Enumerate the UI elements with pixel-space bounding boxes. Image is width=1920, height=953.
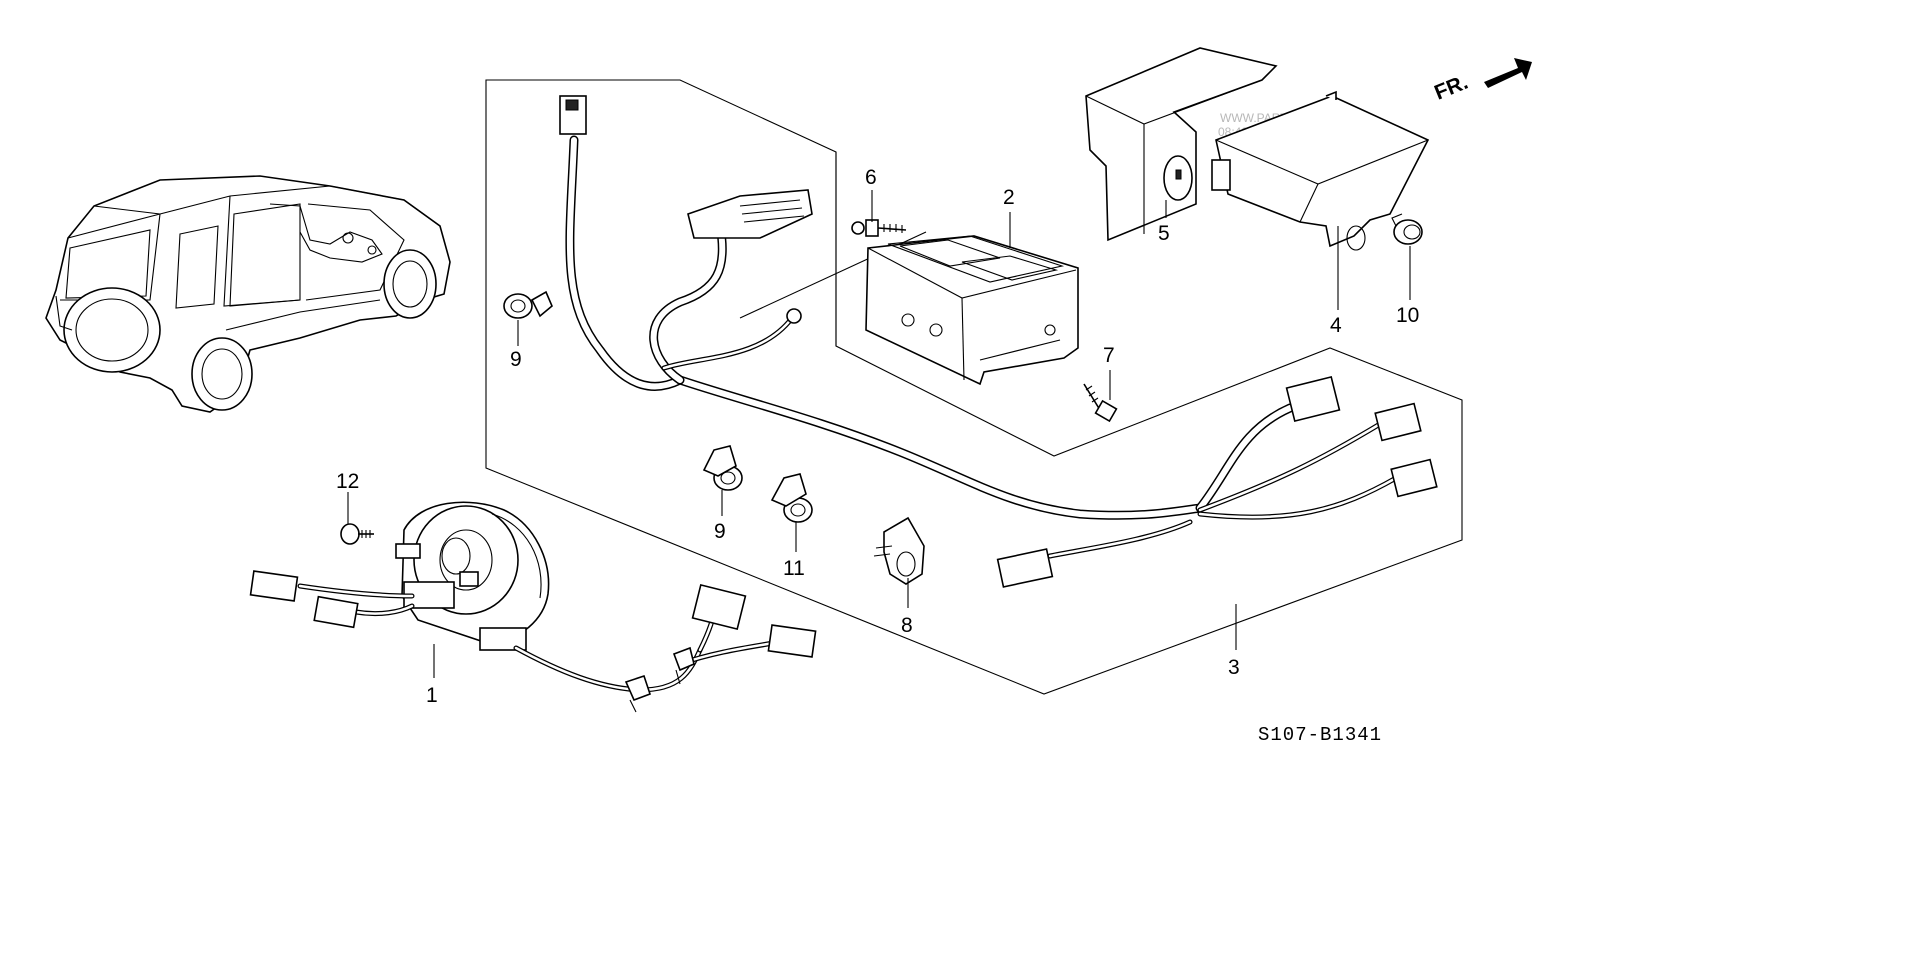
callout-2: 2 <box>1003 186 1015 209</box>
ground-terminal <box>786 308 802 324</box>
main-wire-harness <box>559 95 1438 588</box>
callout-1: 1 <box>426 684 438 707</box>
callout-7: 7 <box>1103 344 1115 367</box>
callout-4: 4 <box>1330 314 1342 337</box>
cover-4 <box>1211 90 1430 251</box>
vehicle-illustration <box>45 175 451 413</box>
clip-10 <box>1391 213 1423 245</box>
callout-8: 8 <box>901 614 913 637</box>
harness-ecu-connector <box>687 189 813 239</box>
bolt-7 <box>1083 383 1118 423</box>
callout-labels: 1 2 3 4 5 6 7 8 9 9 10 11 12 <box>336 166 1419 707</box>
reel-connector-right-lower <box>767 624 817 658</box>
harness-connector-b <box>1374 402 1422 442</box>
srs-parts-diagram: FR. WWW.PARTS.RU 08:42 25.05.2025 <box>45 47 1532 746</box>
callout-9-upper: 9 <box>510 348 522 371</box>
harness-connector-a <box>1285 375 1341 423</box>
callout-6: 6 <box>865 166 877 189</box>
reel-connector-mid <box>313 595 359 629</box>
clip-9-upper <box>503 290 553 319</box>
diagram-code: S107-B1341 <box>1258 724 1382 746</box>
front-direction-marker: FR. <box>1431 58 1532 105</box>
srs-control-unit <box>865 235 1079 386</box>
screw-12 <box>340 523 374 545</box>
leader-lines <box>347 190 1411 678</box>
callout-9-lower: 9 <box>714 520 726 543</box>
harness-group-outline <box>485 79 1463 695</box>
callout-10: 10 <box>1396 304 1419 327</box>
parts-diagram: FR. WWW.PARTS.RU 08:42 25.05.2025 <box>45 47 1532 746</box>
harness-connector-c <box>1390 458 1438 498</box>
front-direction-label: FR. <box>1431 71 1471 105</box>
reel-connector-right-upper <box>691 583 747 631</box>
reel-connector-top <box>395 543 421 559</box>
front-arrow-icon <box>1484 58 1532 88</box>
callout-12: 12 <box>336 470 359 493</box>
cover-5 <box>1085 47 1278 242</box>
harness-connector-d <box>996 548 1054 588</box>
callout-5: 5 <box>1158 222 1170 245</box>
bolt-6 <box>851 219 907 237</box>
clip-8 <box>873 516 925 585</box>
reel-connector-left <box>249 570 299 602</box>
clip-11 <box>770 473 813 523</box>
clip-9-lower <box>702 445 743 491</box>
callout-11: 11 <box>783 557 805 580</box>
cable-reel <box>249 501 817 713</box>
callout-3: 3 <box>1228 656 1240 679</box>
